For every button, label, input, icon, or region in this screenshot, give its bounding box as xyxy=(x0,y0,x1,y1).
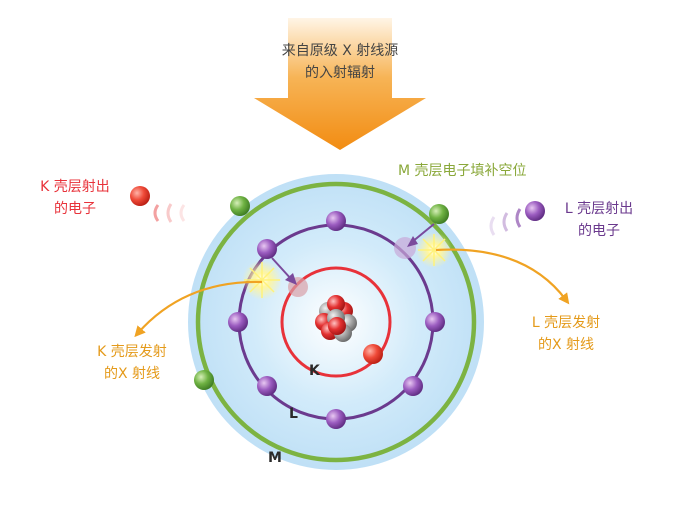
l-ejected-label: L 壳层射出 的电子 xyxy=(554,198,644,242)
l-shell-electron xyxy=(257,376,277,396)
m-shell-label: M xyxy=(268,450,282,466)
k-emission-line2: 的X 射线 xyxy=(103,366,161,382)
k-emission-label: K 壳层发射 的X 射线 xyxy=(82,341,182,385)
k-shell-orbit xyxy=(280,266,392,378)
k-emission-line1: K 壳层发射 xyxy=(97,344,167,360)
m-fill-text: M 壳层电子填补空位 xyxy=(398,163,527,179)
k-xray-emission-curve xyxy=(134,280,263,338)
incoming-radiation-line1: 来自原级 X 射线源 xyxy=(281,43,399,59)
l-shell-electron xyxy=(228,312,248,332)
m-to-l-arrowhead xyxy=(407,236,418,247)
l-ejected-line2: 的电子 xyxy=(578,223,620,239)
l-emission-line1: L 壳层发射 xyxy=(531,315,601,331)
l-ejected-line1: L 壳层射出 xyxy=(564,201,634,217)
l-shell-electron xyxy=(326,409,346,429)
l-emission-line2: 的X 射线 xyxy=(537,337,595,353)
m-shell-orbit xyxy=(195,181,477,463)
l-shell-electron xyxy=(403,376,423,396)
incoming-radiation-arrow xyxy=(254,18,426,150)
k-shell-electron xyxy=(363,344,383,364)
l-shell-electron xyxy=(425,312,445,332)
k-ejected-line1: K 壳层射出 xyxy=(40,179,110,195)
l-to-k-arrowhead xyxy=(285,273,297,285)
k-emission-spark xyxy=(242,260,282,300)
l-emission-label: L 壳层发射 的X 射线 xyxy=(516,312,616,356)
l-shell-electron xyxy=(326,211,346,231)
m-shell-electron xyxy=(230,196,250,216)
k-ejected-line2: 的电子 xyxy=(54,201,96,217)
k-ejected-electron xyxy=(130,186,186,223)
l-ejected-electron xyxy=(489,201,545,236)
l-shell-electron xyxy=(257,239,277,259)
m-fill-label: M 壳层电子填补空位 xyxy=(398,160,527,182)
m-shell-electron xyxy=(429,204,449,224)
l-to-k-transition-arrow xyxy=(271,257,293,281)
k-shell-label: K xyxy=(309,363,321,379)
l-shell-label: L xyxy=(289,406,298,422)
incoming-radiation-line2: 的入射辐射 xyxy=(305,65,375,81)
l-xray-emission-curve xyxy=(435,248,570,305)
k-ejected-label: K 壳层射出 的电子 xyxy=(30,176,120,220)
incoming-radiation-label: 来自原级 X 射线源 的入射辐射 xyxy=(270,40,410,84)
m-shell-electron xyxy=(194,370,214,390)
nucleus xyxy=(315,295,357,342)
l-emission-spark xyxy=(416,232,452,268)
m-to-l-transition-arrow xyxy=(411,223,435,243)
